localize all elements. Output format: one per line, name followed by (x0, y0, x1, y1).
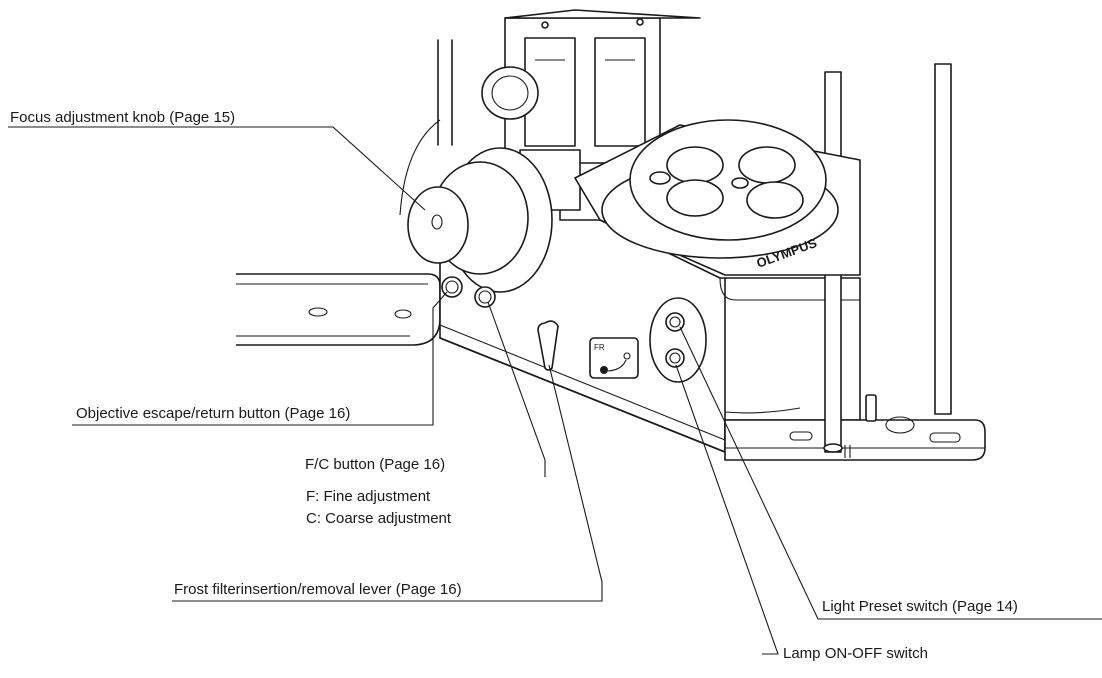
main-body (439, 194, 861, 453)
rear-pillar (437, 39, 453, 146)
label-fc-button: F/C button (Page 16) (305, 456, 446, 473)
upper-carriage (481, 9, 701, 211)
label-focus-adjustment-knob: Focus adjustment knob (Page 15) (10, 109, 236, 126)
switch-panel (649, 297, 707, 383)
focus-knob (399, 119, 553, 293)
label-fine-adjustment: F: Fine adjustment (306, 488, 431, 505)
label-lamp-on-off-switch: Lamp ON-OFF switch (783, 645, 929, 662)
leader-lines (8, 126, 1102, 655)
fr-mark: FR (594, 343, 605, 352)
left-arm-plate (236, 273, 441, 346)
label-light-preset-switch: Light Preset switch (Page 14) (822, 598, 1018, 615)
label-coarse-adjustment: C: Coarse adjustment (306, 510, 452, 527)
right-base-plate (724, 416, 986, 461)
stage-revolver: OLYMPUS (574, 119, 861, 276)
fr-label-plate: FR (589, 337, 639, 379)
label-frost-filter-lever: Frost filterinsertion/removal lever (Pag… (174, 581, 462, 598)
frost-filter-lever (537, 320, 559, 371)
label-objective-escape-return-button: Objective escape/return button (Page 16) (76, 405, 351, 422)
